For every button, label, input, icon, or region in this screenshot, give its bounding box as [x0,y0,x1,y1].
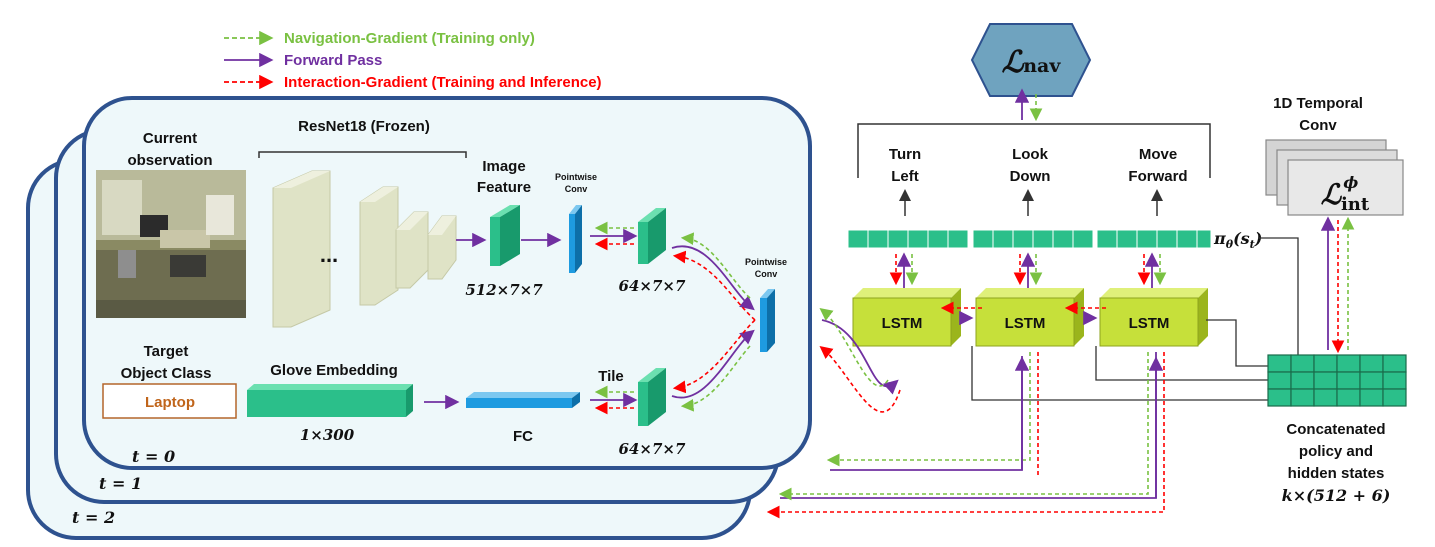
glove-label: Glove Embedding [270,362,398,379]
image-feature-block [490,205,520,266]
arrows-conv1-feature64 [590,221,638,251]
pi-label: πθ(st) [1213,229,1262,251]
dim-1x300: 1×300 [300,426,355,444]
pointwise-conv1-line2: Conv [565,184,588,194]
concat-caption-1: Concatenated [1286,421,1385,438]
lines-to-concat [971,319,1268,401]
legend-interaction-label: Interaction-Gradient (Training and Infer… [284,74,602,91]
resnet-dots: ... [320,242,338,267]
arrows-fc-tile [590,385,638,415]
image-feature-line2: Feature [477,179,531,196]
panel-t0 [82,96,812,470]
resnet-layer-2 [359,186,399,306]
temporal-conv-stack: ℒintϕ [1265,139,1404,216]
current-observation-line1: Current [143,130,197,147]
policy-vectors [847,229,1212,249]
return-paths [766,352,1165,519]
tile-label: Tile [598,368,624,385]
arrows-between-lstms [940,301,1106,326]
feature-64-bottom-block [638,368,666,426]
pointwise-conv2-line2: Conv [755,269,778,279]
dim-64-bottom: 64×7×7 [619,440,686,458]
current-observation-line2: observation [127,152,212,169]
actions-bracket [857,123,1211,178]
temporal-title-2: Conv [1299,117,1337,134]
concat-caption-3: hidden states [1288,465,1385,482]
laptop-box [102,383,237,419]
arrows-panel-to-lstm [819,308,901,413]
concat-caption-2: policy and [1299,443,1373,460]
pointwise-conv1-block [569,205,582,273]
glove-block [247,384,413,417]
action-turn-line2: Left [891,168,919,185]
legend-forward-label: Forward Pass [284,52,382,69]
action-look-line1: Look [1012,146,1048,163]
action-move-line2: Forward [1128,168,1187,185]
lstm-1-label: LSTM [882,315,923,332]
loss-nav-symbol: ℒnav [1002,45,1062,80]
target-object-line2: Object Class [121,365,212,382]
loss-nav-hexagon: ℒnav [970,23,1092,97]
pointwise-conv2-line1: Pointwise [745,257,787,267]
concat-grid [1267,354,1407,407]
pointwise-conv1-line1: Pointwise [555,172,597,182]
resnet-label: ResNet18 (Frozen) [298,118,430,135]
label-t1: t = 1 [99,474,142,493]
image-feature-line1: Image [482,158,525,175]
lstm-1: LSTM [852,288,961,347]
resnet-layers [272,170,457,328]
arrows-lstm-vectors [889,252,1167,288]
dim-64-top: 64×7×7 [619,277,686,295]
label-t0: t = 0 [132,447,175,466]
legend-nav-label: Navigation-Gradient (Training only) [284,30,535,47]
lstm-3-label: LSTM [1129,315,1170,332]
feature-64-top-block [638,208,666,264]
laptop-label: Laptop [145,394,195,411]
lstm-3: LSTM [1099,288,1208,347]
temporal-title-1: 1D Temporal [1273,95,1363,112]
label-t2: t = 2 [72,508,115,527]
arrows-temporal [1320,216,1355,354]
target-object-line1: Target [144,343,189,360]
dim-512: 512×7×7 [465,281,543,299]
pointwise-conv2-block [760,289,775,352]
observation-image [96,170,246,318]
fc-label: FC [513,428,533,445]
action-move-line1: Move [1139,146,1177,163]
resnet-bracket [258,151,467,158]
lstm-2-label: LSTM [1005,315,1046,332]
action-turn-line1: Turn [889,146,921,163]
fc-block [466,392,580,408]
loss-int-symbol: ℒintϕ [1321,173,1370,215]
lstm-2: LSTM [975,288,1084,347]
legend: Navigation-Gradient (Training only) Forw… [224,30,602,91]
concat-formula: k×(512 + 6) [1282,486,1391,505]
action-look-line2: Down [1010,168,1051,185]
arrows-merge [671,232,756,412]
